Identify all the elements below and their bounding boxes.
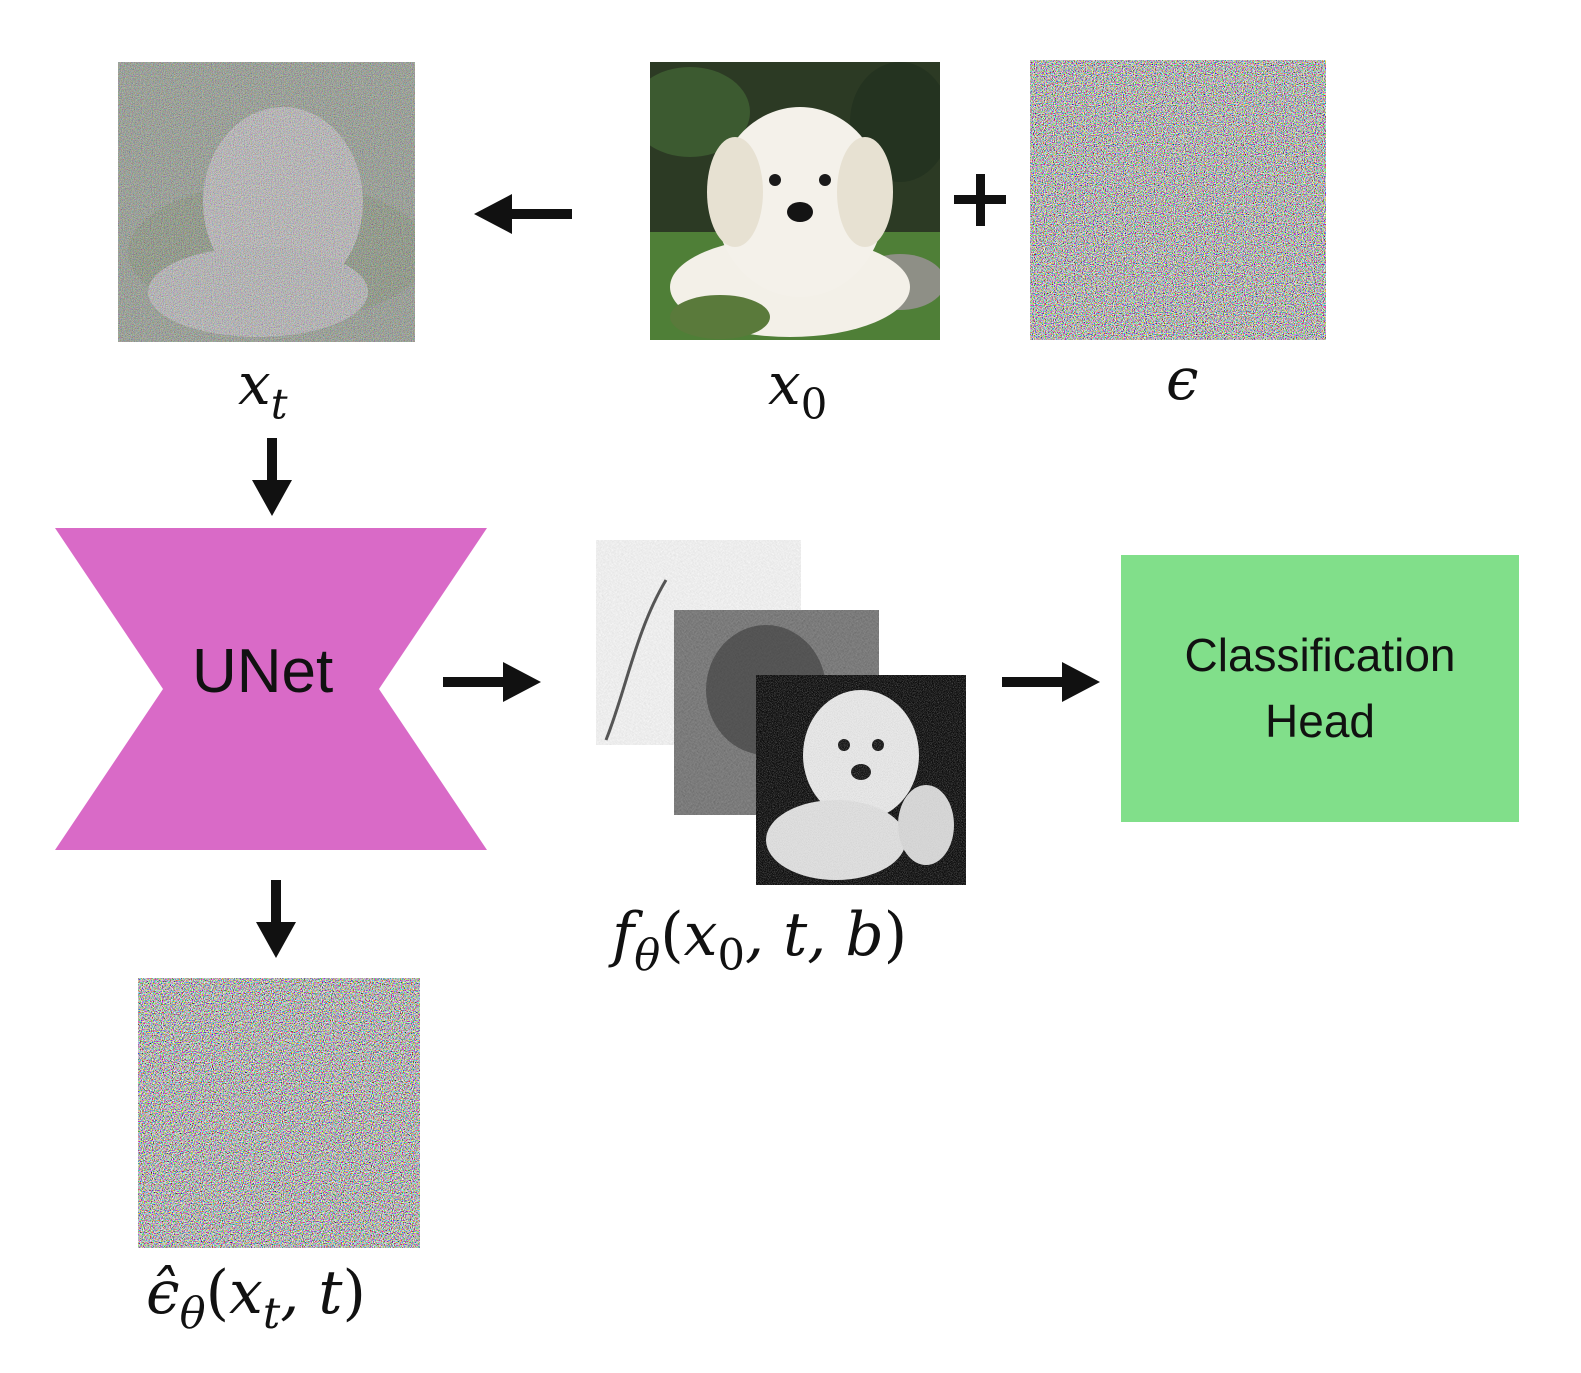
label-predicted-noise: ϵ̂θ(xt, t) bbox=[146, 1258, 366, 1340]
plus-icon bbox=[950, 170, 1010, 230]
label-xt: xt bbox=[238, 350, 288, 429]
noisy-image-xt bbox=[118, 62, 415, 342]
arrow-down-icon bbox=[254, 880, 298, 958]
classification-head-line2: Head bbox=[1265, 694, 1375, 747]
unet-block bbox=[55, 528, 487, 850]
noise-image-eps bbox=[1030, 60, 1326, 340]
feature-maps-stack bbox=[596, 540, 976, 888]
arrow-right-icon bbox=[1002, 660, 1102, 704]
label-features: fθ(x0, t, b) bbox=[612, 900, 908, 982]
label-eps: ϵ bbox=[1166, 345, 1199, 413]
arrow-left-icon bbox=[474, 192, 574, 236]
unet-label: UNet bbox=[192, 637, 334, 706]
label-x0: x0 bbox=[768, 350, 828, 429]
puppy-image-x0 bbox=[650, 62, 940, 340]
arrow-down-icon bbox=[250, 438, 294, 516]
arrow-right-icon bbox=[443, 660, 543, 704]
predicted-noise-image bbox=[138, 978, 420, 1248]
classification-head-block: Classification Head bbox=[1121, 555, 1519, 822]
classification-head-line1: Classification bbox=[1184, 629, 1456, 682]
